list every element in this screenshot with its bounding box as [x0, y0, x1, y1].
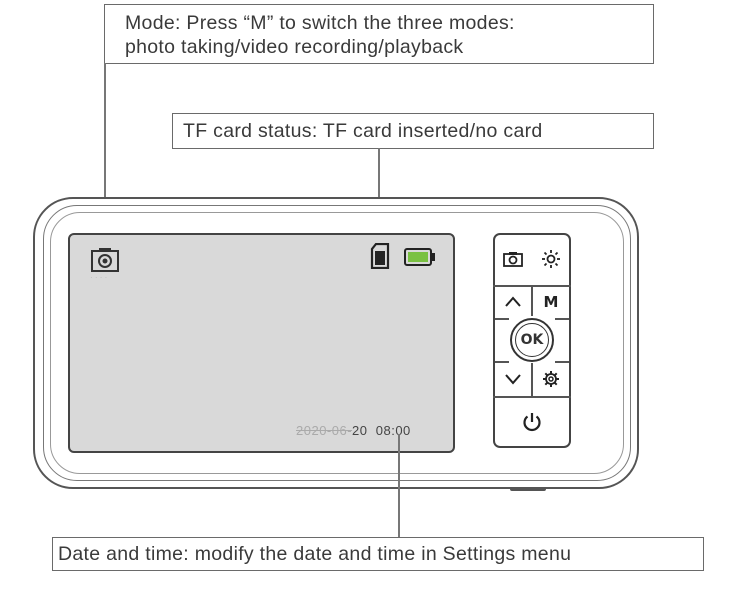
date-day: 20: [352, 423, 368, 438]
camera-icon: [503, 252, 523, 267]
gear-icon: [543, 371, 559, 387]
mode-button[interactable]: M: [534, 288, 568, 316]
date-time-callout: Date and time: modify the date and time …: [52, 537, 704, 571]
panel-divider-left-up: [495, 318, 509, 320]
tf-card-callout: TF card status: TF card inserted/no card: [172, 113, 654, 149]
up-button[interactable]: [497, 288, 529, 316]
device-bezel: [43, 205, 631, 481]
panel-divider-right-up: [555, 318, 569, 320]
date-prefix: 2020-06-: [296, 423, 353, 438]
down-arrow-icon: [505, 374, 521, 385]
mode-callout-line1: Mode: Press “M” to switch the three mode…: [125, 12, 515, 34]
panel-divider-bottom: [493, 396, 571, 398]
power-icon: [523, 413, 541, 432]
device-bezel-inner: [50, 212, 624, 474]
panel-divider-left-down: [495, 361, 509, 363]
panel-divider-right-down: [555, 361, 569, 363]
mode-button-label: M: [543, 293, 559, 311]
device-screen: [68, 233, 455, 453]
panel-divider-vert-bottom: [531, 363, 533, 396]
panel-divider-vert-top: [531, 286, 533, 316]
ok-button-label: OK: [520, 332, 544, 348]
ok-button[interactable]: OK: [515, 323, 549, 357]
time-display: 08:00: [375, 423, 411, 438]
ok-button-ring: [510, 318, 554, 362]
camera-icon: [91, 248, 119, 272]
down-button[interactable]: [497, 365, 529, 393]
date-time-callout-text: Date and time: modify the date and time …: [58, 543, 572, 565]
settings-button[interactable]: [534, 365, 568, 393]
sd-card-icon: [370, 243, 390, 269]
date-leader-line: [398, 434, 400, 538]
mode-sub-label: · · · ·: [90, 273, 108, 282]
brightness-button[interactable]: [533, 240, 569, 278]
up-arrow-icon: [505, 296, 521, 307]
brightness-icon: [542, 250, 560, 268]
mode-callout-line2: photo taking/video recording/playback: [125, 36, 464, 58]
power-button[interactable]: [497, 401, 567, 443]
device-side-button: [510, 487, 546, 491]
tf-card-callout-text: TF card status: TF card inserted/no card: [183, 120, 543, 142]
capture-button[interactable]: [496, 240, 530, 278]
tf-card-leader-line: [378, 148, 380, 244]
mode-callout: Mode: Press “M” to switch the three mode…: [104, 4, 654, 64]
battery-icon: [404, 248, 435, 266]
mode-leader-line: [104, 63, 106, 253]
screen-datetime: 2020-06-20 08:00: [296, 423, 411, 438]
